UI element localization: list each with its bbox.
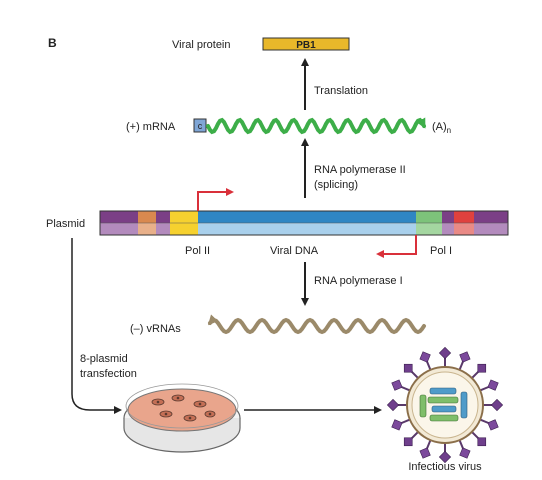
pol1-label: Pol I	[430, 245, 452, 257]
pol2-label: Pol II	[185, 245, 210, 257]
hemagglutinin-spike	[490, 398, 504, 412]
translation-label: Translation	[314, 85, 368, 97]
hemagglutinin-spike	[403, 437, 413, 447]
pb1-protein-text: PB1	[296, 40, 316, 51]
pol2-promoter	[170, 211, 198, 223]
pol1-terminator	[416, 211, 442, 223]
neuraminidase-spike	[391, 379, 403, 391]
viral-dna-top	[198, 211, 416, 223]
hemagglutinin-spike	[438, 450, 452, 464]
cap-label: c	[198, 121, 203, 131]
pol2-step-line2: (splicing)	[314, 179, 358, 191]
neuraminidase-spike	[419, 447, 431, 459]
hemagglutinin-spike	[403, 363, 413, 373]
pol1-step-label: RNA polymerase I	[314, 275, 403, 287]
pol2-step-line1: RNA polymerase II	[314, 164, 406, 176]
virus-label: Infectious virus	[408, 461, 482, 473]
virus-rnp-segments	[419, 387, 468, 422]
neuraminidase-spike	[391, 419, 403, 431]
plasmid-bar	[99, 210, 509, 236]
neuraminidase-spike	[459, 351, 471, 363]
viral-protein-label: Viral protein	[172, 39, 231, 51]
hemagglutinin-spike	[477, 437, 487, 447]
transfection-arrow	[71, 238, 122, 414]
virus-spikes	[386, 346, 504, 464]
mrna-label: (+) mRNA	[126, 121, 176, 133]
poly-a-subscript: n	[447, 126, 451, 135]
vrna-label: (–) vRNAs	[130, 323, 181, 335]
pol1-start-arrow	[376, 235, 417, 258]
neuraminidase-spike	[459, 447, 471, 459]
transfection-line2: transfection	[80, 368, 137, 380]
pb1-protein-box	[262, 37, 350, 51]
transfection-line1: 8-plasmid	[80, 353, 128, 365]
plasmid-label: Plasmid	[46, 218, 85, 230]
cap-box	[193, 118, 207, 133]
vrna-wave	[207, 314, 426, 335]
viral-dna-bottom	[198, 223, 416, 235]
neuraminidase-spike	[419, 351, 431, 363]
neuraminidase-spike	[487, 379, 499, 391]
viral-dna-label: Viral DNA	[270, 245, 319, 257]
poly-a-text: (A)	[432, 121, 447, 133]
neuraminidase-spike	[487, 419, 499, 431]
virus-particle	[386, 346, 504, 464]
petri-dish	[123, 383, 241, 453]
poly-a-tail-label: (A)n	[432, 121, 451, 135]
hemagglutinin-spike	[477, 363, 487, 373]
hemagglutinin-spike	[438, 346, 452, 360]
panel-label: B	[48, 36, 57, 50]
mrna-wave	[206, 117, 426, 135]
pol2-start-arrow	[197, 188, 234, 211]
hemagglutinin-spike	[386, 398, 400, 412]
